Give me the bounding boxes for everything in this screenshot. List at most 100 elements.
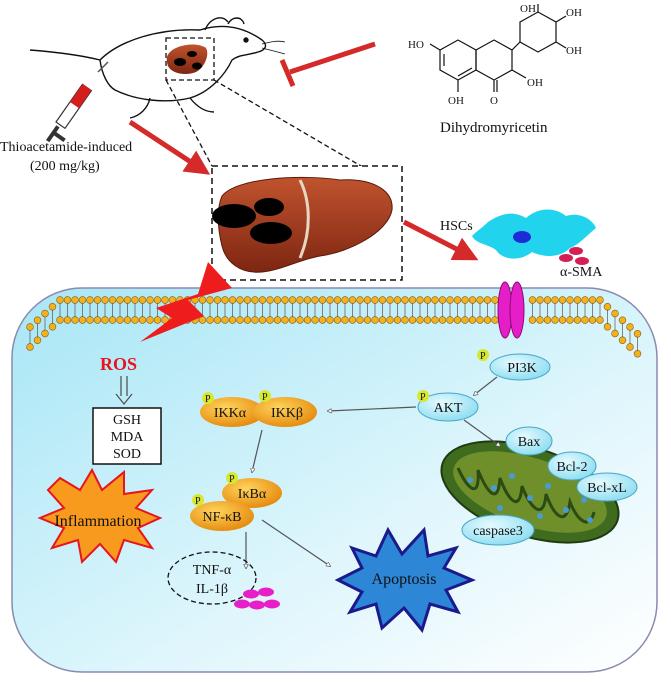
lipid-head: [63, 316, 72, 324]
lipid-head: [273, 316, 282, 324]
lipid-head: [543, 296, 552, 304]
lipid-head: [33, 316, 42, 324]
lipid-head: [266, 316, 274, 324]
lipid-head: [206, 316, 214, 324]
lipid-head: [461, 316, 469, 324]
lipid-head: [258, 316, 267, 324]
sma-label: α-SMA: [560, 265, 603, 280]
lipid-head: [378, 316, 387, 324]
compound-group-2: OH: [566, 7, 582, 19]
lipid-head: [86, 316, 94, 324]
inflammation-label: Inflammation: [54, 513, 141, 530]
bax-node: [505, 426, 553, 456]
lipid-head: [401, 296, 409, 304]
lipid-head: [573, 316, 582, 324]
pi3k-label: PI3K: [507, 361, 537, 376]
lipid-head: [198, 296, 207, 304]
lipid-head: [551, 316, 559, 324]
lipid-head: [161, 296, 169, 304]
lipid-head: [528, 316, 537, 324]
membrane-receptor: [497, 281, 525, 339]
lipid-head: [348, 316, 357, 324]
lipid-head: [153, 296, 162, 304]
lipid-head: [198, 316, 207, 324]
lipid-head: [378, 296, 387, 304]
liver-to-hsc-arrow: [402, 219, 479, 261]
akt-phospho-label: P: [420, 392, 426, 403]
lipid-head: [131, 296, 139, 304]
lipid-head: [41, 329, 49, 338]
lipid-head: [78, 296, 87, 304]
lipid-head: [603, 323, 612, 331]
inflammation-burst: [37, 467, 163, 565]
lipid-head: [311, 316, 319, 324]
lipid-head: [483, 316, 492, 324]
lipid-head: [146, 316, 154, 324]
compound-group-1: OH: [520, 3, 536, 15]
lipid-head: [123, 296, 132, 304]
lipid-head: [633, 350, 642, 358]
lipid-head: [333, 316, 342, 324]
ikka-phospho: [202, 392, 214, 404]
lipid-head: [551, 296, 559, 304]
ikba-label: IκBα: [238, 487, 267, 502]
cell-body: [11, 287, 658, 673]
lipid-head: [213, 296, 222, 304]
lipid-head: [573, 296, 582, 304]
compound-name: Dihydromyricetin: [440, 120, 548, 136]
lipid-head: [123, 316, 132, 324]
lipid-head: [468, 316, 477, 324]
lipid-head: [581, 316, 589, 324]
lipid-head: [483, 296, 492, 304]
compound-group-6: OH: [448, 95, 464, 107]
lipid-head: [618, 316, 627, 324]
lipid-head: [116, 316, 124, 324]
lipid-head: [348, 296, 357, 304]
lipid-head: [303, 316, 312, 324]
lipid-head: [318, 316, 327, 324]
lipid-head: [108, 316, 117, 324]
akt-node: [417, 392, 479, 422]
ros-lightning-icon: [140, 262, 232, 342]
cytokine-group: [167, 551, 257, 605]
lipid-head: [453, 296, 462, 304]
bcl2-label: Bcl-2: [556, 460, 587, 475]
antioxidant-box: [92, 407, 162, 465]
nfkb-phospho-label: P: [195, 496, 201, 507]
nfkb-to-apoptosis-arrow: [261, 519, 330, 566]
nfkb-phospho: [192, 494, 204, 506]
pi3k-phospho: [477, 349, 489, 361]
lipid-head: [536, 316, 544, 324]
bax-label: Bax: [518, 435, 541, 450]
sma-icon: [559, 247, 589, 265]
lipid-head: [251, 316, 259, 324]
lipid-head: [146, 296, 154, 304]
lipid-head: [401, 316, 409, 324]
pi3k-node: [489, 353, 551, 381]
compound-group-7: O: [490, 95, 498, 107]
syringe-icon: [46, 61, 109, 143]
antioxidant-mda: MDA: [111, 430, 145, 445]
lipid-head: [296, 296, 304, 304]
hsc-nucleus: [513, 231, 531, 243]
lipid-head: [33, 336, 42, 344]
lipid-head: [371, 296, 379, 304]
lipid-head: [543, 316, 552, 324]
lipid-head: [393, 296, 402, 304]
lipid-head: [408, 316, 417, 324]
lipid-head: [423, 296, 432, 304]
cytokine-il1b: IL-1β: [196, 582, 228, 597]
hscs-label: HSCs: [440, 219, 473, 234]
lipid-head: [588, 296, 597, 304]
nfkb-node: [190, 501, 254, 531]
lipid-head: [101, 296, 109, 304]
lipid-head: [93, 316, 102, 324]
apoptosis-burst: [334, 526, 476, 634]
ros-down-arrow: [115, 376, 133, 406]
lipid-head: [288, 316, 297, 324]
lipid-head: [131, 316, 139, 324]
dihydromyricetin-structure: [429, 4, 567, 92]
ikka-label: IKKα: [214, 406, 247, 421]
zoom-line-right: [213, 79, 403, 191]
bcl2-node: [547, 451, 597, 481]
